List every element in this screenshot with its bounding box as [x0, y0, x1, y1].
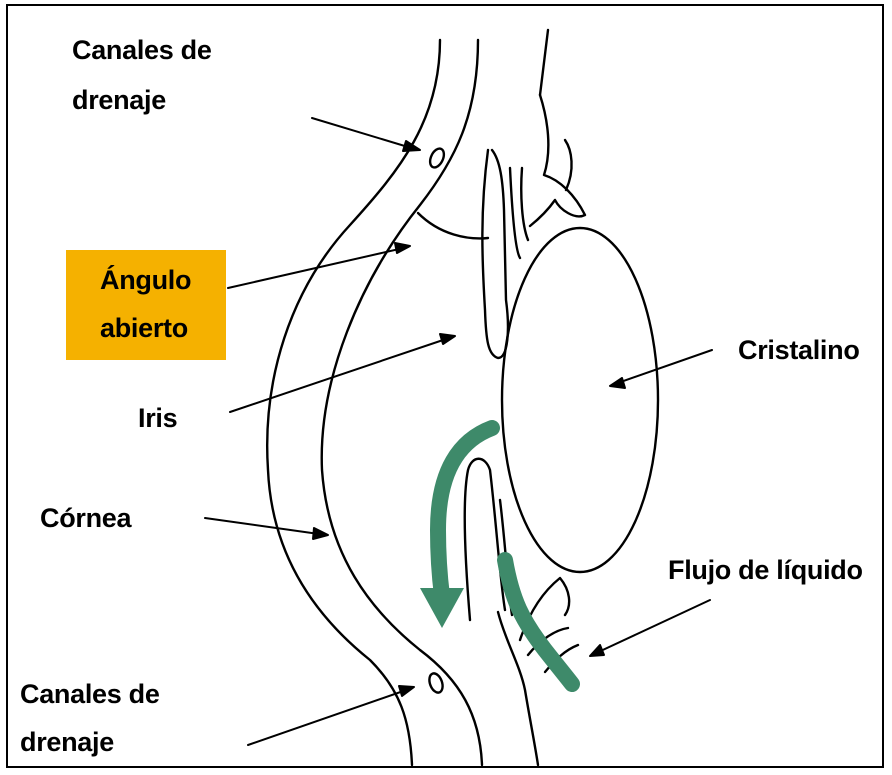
- pointer-arrows: [205, 118, 712, 745]
- fluid-flow-arrowhead: [420, 588, 464, 628]
- label-flujo: Flujo de líquido: [668, 548, 863, 592]
- fluid-flow-arrow: [438, 428, 572, 684]
- label-angulo-1: Ángulo: [100, 258, 191, 302]
- lens-cristalino: [502, 228, 658, 572]
- iris-lower: [465, 459, 505, 620]
- label-cristalino: Cristalino: [738, 328, 860, 372]
- label-cornea: Córnea: [40, 496, 131, 540]
- cornea-inner-line: [322, 40, 482, 765]
- label-angulo-2: abierto: [100, 306, 188, 350]
- drainage-canal-top: [427, 146, 446, 169]
- iris-upper: [482, 150, 508, 358]
- label-iris: Iris: [138, 396, 177, 440]
- arrow-cristalino: [612, 350, 712, 385]
- label-canales-bottom-2: drenaje: [20, 720, 114, 764]
- label-canales-top-2: drenaje: [72, 78, 166, 122]
- arrow-flujo: [592, 600, 710, 655]
- ciliary-upper: [530, 95, 585, 226]
- arrow-canales-top: [312, 118, 418, 150]
- label-canales-bottom-1: Canales de: [20, 672, 160, 716]
- arrow-cornea: [205, 518, 326, 535]
- arrow-canales-bottom: [248, 688, 412, 745]
- angle-arc: [418, 213, 488, 238]
- arrow-angulo: [228, 247, 408, 288]
- drainage-canal-bottom: [427, 672, 445, 695]
- label-canales-top-1: Canales de: [72, 28, 212, 72]
